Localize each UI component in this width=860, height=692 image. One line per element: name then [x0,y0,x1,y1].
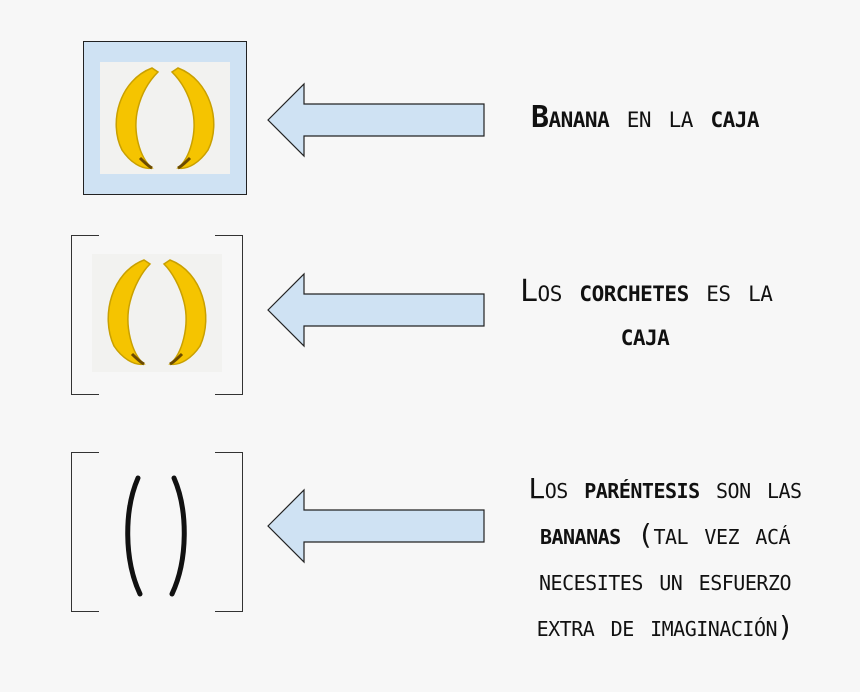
label-fragment: caja [620,318,670,353]
label-fragment: corchetes [579,274,689,309]
label-fragment: es la [688,274,773,309]
row2-label: Los corchetes es la caja [520,270,773,358]
bracket-right-3 [215,452,243,612]
label-fragment: Los [528,472,585,505]
label-fragment: caja [710,100,760,135]
label-fragment: son las [699,472,802,505]
row3-label: Los paréntesis son las bananas (tal vez a… [505,466,825,650]
label-fragment: paréntesis [584,472,700,505]
label-fragment: necesites un esfuerzo [539,564,792,597]
label-fragment: extra de imaginación) [536,610,794,643]
parentheses-icon [125,475,187,597]
left-arrow-icon-1 [267,82,485,158]
bracket-right-2 [215,235,243,395]
label-fragment: Los [520,274,580,309]
label-fragment: en la [609,100,711,135]
banana-pair-icon-2 [92,254,222,372]
bracket-left-3 [71,452,99,612]
label-fragment: bananas [539,518,621,551]
row1-label: Banana en la caja [520,98,770,138]
left-arrow-icon-2 [267,272,485,348]
banana-pair-icon-1 [100,62,230,174]
label-fragment: Banana [530,100,610,135]
left-arrow-icon-3 [267,488,485,564]
label-fragment: (tal vez acá [620,518,791,551]
bracket-left-2 [71,235,99,395]
